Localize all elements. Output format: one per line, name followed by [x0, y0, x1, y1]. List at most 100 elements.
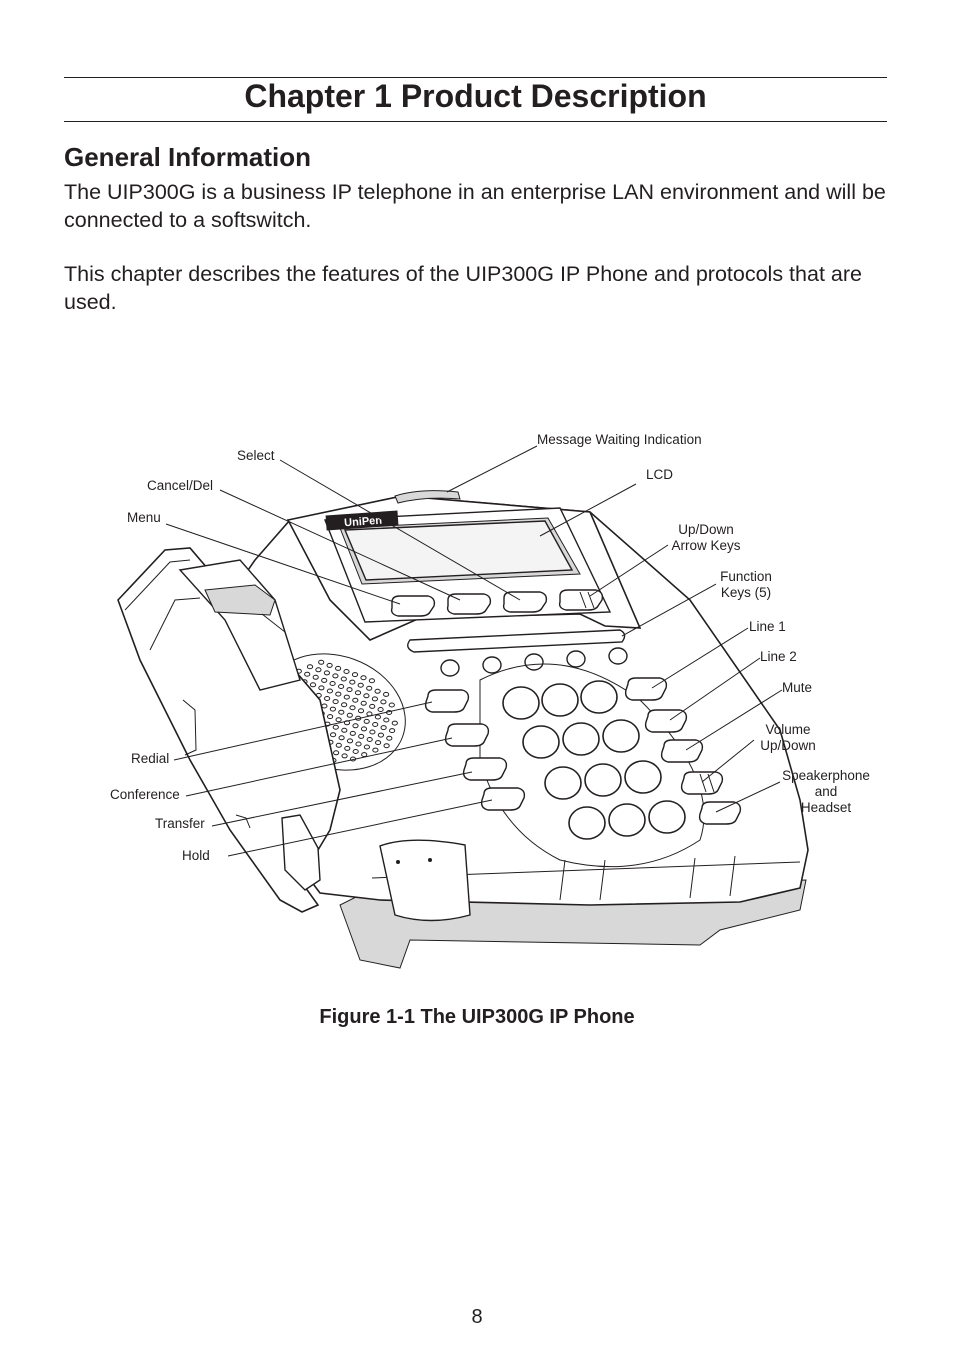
speaker-hole — [366, 685, 373, 691]
speaker-hole — [326, 662, 333, 668]
speaker-hole — [371, 696, 378, 702]
speaker-hole — [315, 667, 322, 673]
speaker-hole — [321, 703, 328, 709]
label-redial: Redial — [131, 751, 170, 766]
speaker-hole — [352, 697, 359, 703]
section-heading: General Information — [64, 142, 312, 172]
speaker-hole — [346, 712, 353, 718]
speaker-hole — [341, 727, 348, 733]
speaker-hole — [332, 673, 339, 679]
speaker-hole — [383, 691, 390, 697]
speaker-hole — [389, 728, 396, 734]
speaker-hole — [327, 714, 334, 720]
speaker-hole — [363, 693, 370, 699]
speaker-hole — [360, 700, 367, 706]
speaker-hole — [335, 717, 342, 723]
speaker-hole — [375, 740, 382, 746]
speaker-hole — [366, 737, 373, 742]
figure-caption: Figure 1-1 The UIP300G IP Phone — [319, 1006, 635, 1028]
speaker-hole — [377, 732, 384, 738]
speaker-hole — [324, 696, 331, 701]
top-rule — [64, 77, 887, 78]
speaker-hole — [346, 687, 353, 693]
speaker-hole — [386, 735, 393, 741]
speaker-hole — [363, 718, 370, 724]
speaker-hole — [343, 694, 350, 700]
label-conference: Conference — [110, 787, 180, 802]
label-volume: Volume Up/Down — [760, 722, 816, 753]
speaker-hole — [332, 699, 339, 705]
speaker-hole — [383, 717, 390, 723]
label-mute: Mute — [782, 680, 813, 695]
speaker-hole — [341, 753, 348, 759]
speaker-hole — [335, 665, 342, 671]
speaker-hole — [354, 690, 362, 696]
chapter-overview-paragraph: This chapter describes the features of t… — [64, 262, 862, 314]
speaker-hole — [335, 742, 342, 748]
speaker-hole — [374, 688, 381, 694]
speaker-hole — [361, 752, 368, 758]
speaker-hole — [352, 749, 359, 754]
speaker-hole — [357, 682, 364, 688]
chapter-title: Chapter 1 Product Description — [244, 78, 707, 114]
speaker-hole — [338, 684, 345, 689]
speaker-hole — [383, 743, 390, 749]
title-underline — [64, 121, 887, 122]
speaker-hole — [351, 672, 359, 678]
label-message-waiting: Message Waiting Indication — [537, 432, 702, 447]
speaker-hole — [318, 659, 325, 665]
speaker-hole — [346, 738, 354, 744]
speaker-hole — [391, 720, 398, 726]
speaker-hole — [352, 723, 359, 729]
label-hold: Hold — [182, 848, 210, 863]
label-lcd: LCD — [646, 467, 674, 482]
speaker-hole — [369, 729, 376, 735]
speaker-hole — [368, 678, 375, 684]
speaker-hole — [380, 699, 387, 705]
speaker-hole — [329, 706, 336, 712]
speaker-hole — [372, 747, 379, 753]
speaker-hole — [380, 725, 387, 731]
speaker-hole — [323, 670, 330, 676]
label-menu: Menu — [127, 510, 161, 525]
speaker-hole — [360, 675, 367, 681]
speaker-hole — [343, 669, 350, 674]
speaker-hole — [338, 709, 345, 715]
speaker-hole — [388, 702, 395, 708]
label-cancel-del: Cancel/Del — [147, 478, 214, 493]
speaker-hole — [357, 708, 365, 714]
speaker-hole — [349, 730, 356, 736]
speaker-hole — [369, 703, 376, 709]
speaker-hole — [363, 744, 370, 750]
dial-keypad — [502, 680, 686, 840]
speaker-hole — [304, 671, 311, 677]
label-transfer: Transfer — [155, 816, 205, 831]
speaker-hole — [377, 707, 384, 712]
speaker-hole — [374, 714, 381, 720]
label-function-keys: Function Keys (5) — [720, 569, 772, 600]
speaker-hole — [340, 676, 347, 682]
speaker-hole — [349, 705, 356, 711]
callout-lines — [165, 445, 783, 857]
speaker-hole — [344, 745, 351, 751]
speaker-hole — [333, 750, 340, 756]
speaker-hole — [321, 677, 328, 683]
speaker-hole — [338, 735, 345, 741]
page-number: 8 — [471, 1306, 483, 1328]
label-line2: Line 2 — [760, 649, 797, 664]
label-speakerphone: Speakerphone and Headset — [782, 768, 870, 815]
speaker-hole — [341, 702, 348, 708]
intro-paragraph: The UIP300G is a business IP telephone i… — [64, 180, 886, 232]
speaker-hole — [318, 685, 325, 691]
label-arrow-keys: Up/Down Arrow Keys — [671, 522, 741, 553]
speaker-hole — [358, 733, 365, 739]
speaker-hole — [349, 679, 356, 685]
phone-body: UniPen — [117, 490, 809, 969]
label-select: Select — [237, 448, 275, 463]
speaker-hole — [330, 732, 337, 738]
speaker-hole — [372, 722, 379, 727]
speaker-hole — [326, 688, 333, 694]
speaker-hole — [306, 664, 314, 670]
ip-phone-illustration: UniPen — [117, 445, 809, 969]
speaker-hole — [355, 741, 362, 747]
